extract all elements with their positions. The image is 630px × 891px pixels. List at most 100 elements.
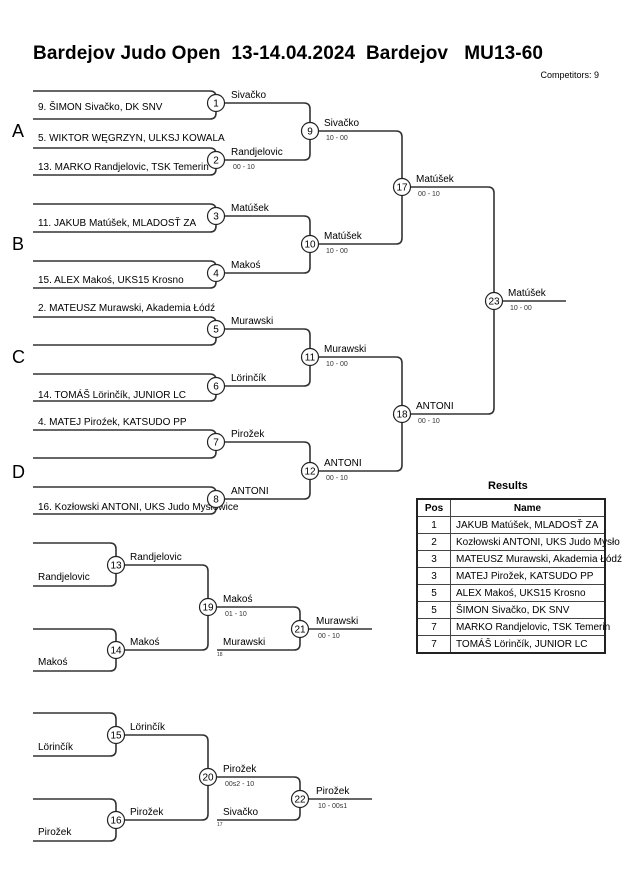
score-label: 01 - 10 <box>225 611 247 618</box>
score-label: 00 - 10 <box>318 633 340 640</box>
result-name: MARKO Randjelovic, TSK Temerin <box>450 618 610 636</box>
match-14-circle <box>106 640 126 660</box>
score-label: 00 - 10 <box>418 418 440 425</box>
match-17-circle <box>392 177 412 197</box>
match-22-number: 22 <box>294 795 306 806</box>
winner-label: Randjelovic <box>231 147 283 158</box>
match-6-circle <box>206 376 226 396</box>
match-13-number: 13 <box>110 561 122 572</box>
match-15-number: 15 <box>110 731 122 742</box>
match-1-number: 1 <box>213 99 219 110</box>
match-3-circle <box>206 206 226 226</box>
crossover-source: 18 <box>217 652 223 658</box>
result-pos: 3 <box>416 567 451 585</box>
entrant-label: 9. ŠIMON Sivačko, DK SNV <box>38 100 163 113</box>
entrant-label: 11. JAKUB Matúšek, MLADOSŤ ZA <box>38 216 197 229</box>
winner-label: Makoś <box>130 637 159 648</box>
result-pos: 5 <box>416 601 451 619</box>
pool-label-d: D <box>12 462 25 482</box>
competitors-count: Competitors: 9 <box>540 70 599 80</box>
match-21-number: 21 <box>294 625 306 636</box>
crossover-label: Murawski <box>223 637 265 648</box>
result-pos: 7 <box>416 618 451 636</box>
match-12-number: 12 <box>304 467 316 478</box>
match-23-circle <box>484 291 504 311</box>
winner-label: Matúšek <box>324 231 363 242</box>
bracket-match-17 <box>318 130 403 245</box>
match-23-number: 23 <box>488 297 500 308</box>
match-16-circle <box>106 810 126 830</box>
match-8-number: 8 <box>213 495 219 506</box>
entrant-label: 4. MATEJ Piroźek, KATSUDO PP <box>38 417 187 428</box>
match-4-number: 4 <box>213 269 219 280</box>
result-name: ALEX Makoś, UKS15 Krosno <box>450 584 606 602</box>
crossover-label: Sivačko <box>223 807 258 818</box>
score-label: 10 - 00 <box>326 248 348 255</box>
match-14-number: 14 <box>110 646 122 657</box>
score-label: 10 - 00 <box>326 361 348 368</box>
winner-label: Pirožek <box>130 807 164 818</box>
match-11-circle <box>300 347 320 367</box>
match-22-circle <box>290 789 310 809</box>
winner-label: Lörinčík <box>130 722 166 733</box>
match-20-number: 20 <box>202 773 214 784</box>
winner-label: Pirožek <box>223 764 257 775</box>
entrant-label: 13. MARKO Randjelovic, TSK Temerin <box>38 162 209 173</box>
match-16-number: 16 <box>110 816 122 827</box>
score-label: 00 - 10 <box>326 475 348 482</box>
match-19-circle <box>198 597 218 617</box>
result-name: JAKUB Matúšek, MLADOSŤ ZA <box>450 516 606 534</box>
bracket-match-7 <box>33 429 217 459</box>
entrant-label: 5. WIKTOR WĘGRZYN, ULKSJ KOWALA <box>38 133 225 144</box>
match-8-circle <box>206 489 226 509</box>
pool-label-b: B <box>12 234 24 254</box>
match-2-circle <box>206 150 226 170</box>
winner-label: ANTONI <box>324 458 362 469</box>
winner-label: Murawski <box>231 316 273 327</box>
winner-label: Matúšek <box>231 203 270 214</box>
match-10-circle <box>300 234 320 254</box>
result-pos: 3 <box>416 550 451 568</box>
entrant-label: 2. MATEUSZ Murawski, Akademia Łódź <box>38 303 215 314</box>
repechage-entrant: Pirožek <box>38 827 72 838</box>
match-4-circle <box>206 263 226 283</box>
results-header-name: Name <box>450 498 606 517</box>
bronze-winner-label: Pirožek <box>316 786 350 797</box>
result-name: ŠIMON Sivačko, DK SNV <box>450 601 606 619</box>
entrant-label: 14. TOMÁŠ Lörinčík, JUNIOR LC <box>38 388 186 401</box>
score-label: 10 - 00s1 <box>318 803 347 810</box>
result-pos: 1 <box>416 516 451 534</box>
bracket-match-23 <box>410 186 495 415</box>
result-name: TOMÁŠ Lörinčík, JUNIOR LC <box>450 635 606 654</box>
match-18-circle <box>392 404 412 424</box>
winner-label: Makoś <box>223 594 252 605</box>
repechage-entrant: Lörinčík <box>38 742 74 753</box>
match-6-number: 6 <box>213 382 219 393</box>
champion-label: Matúšek <box>508 288 547 299</box>
winner-label: ANTONI <box>231 486 269 497</box>
bracket-match-5 <box>33 316 217 346</box>
match-21-circle <box>290 619 310 639</box>
match-9-circle <box>300 121 320 141</box>
score-label: 10 - 00 <box>326 135 348 142</box>
entrant-label: 16. Kozłowski ANTONI, UKS Judo Mysłowice <box>38 502 239 513</box>
entrant-label: 15. ALEX Makoś, UKS15 Krosno <box>38 275 184 286</box>
match-7-number: 7 <box>213 438 219 449</box>
pool-label-a: A <box>12 121 24 141</box>
winner-label: Makoś <box>231 260 260 271</box>
match-1-circle <box>206 93 226 113</box>
winner-label: Sivačko <box>324 118 359 129</box>
page-title: Bardejov Judo Open 13-14.04.2024 Bardejo… <box>33 43 544 64</box>
repechage-entrant: Randjelovic <box>38 572 90 583</box>
match-7-circle <box>206 432 226 452</box>
result-pos: 2 <box>416 533 451 551</box>
pool-label-c: C <box>12 347 25 367</box>
